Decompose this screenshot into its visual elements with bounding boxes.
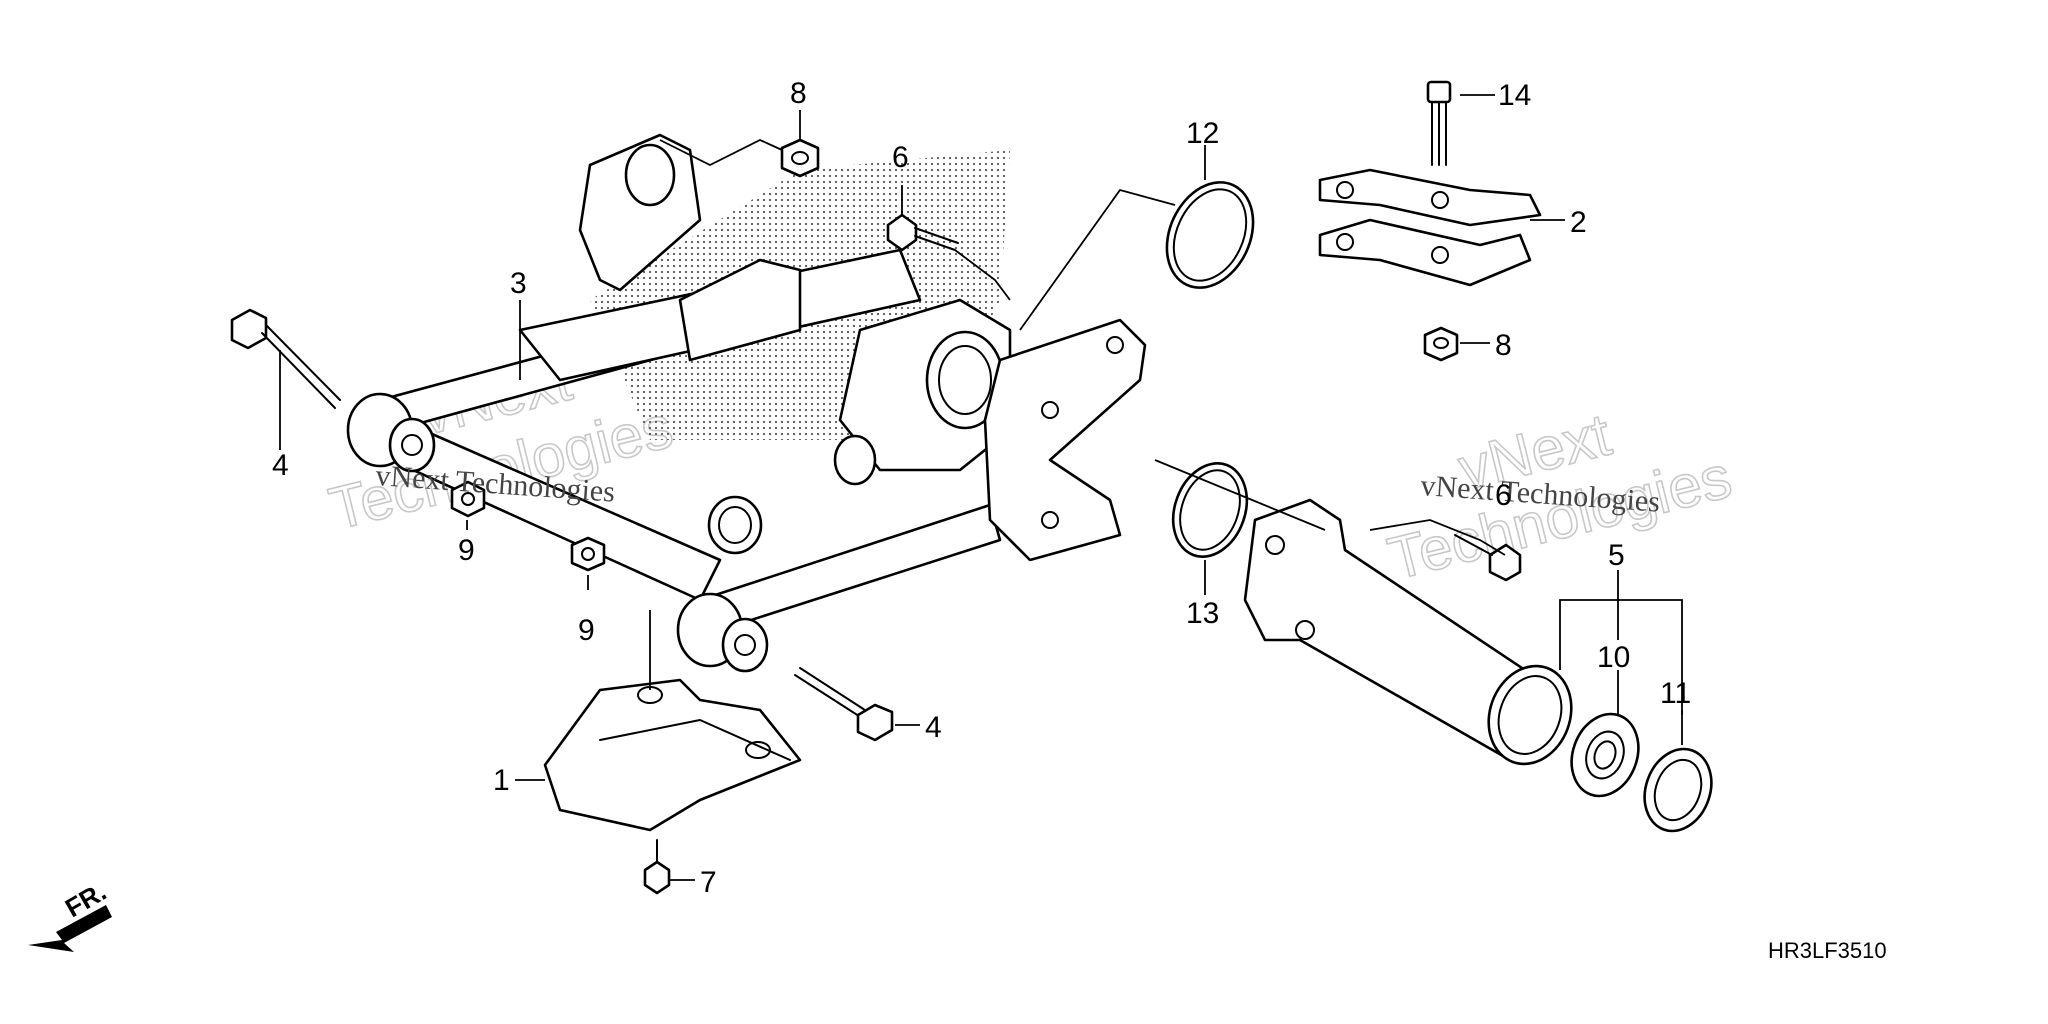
front-arrow-icon: [28, 905, 112, 952]
part-14-bolt: [1426, 80, 1452, 166]
callout-6-top: 6: [892, 141, 909, 174]
part-6-bolt-right: [1454, 534, 1522, 582]
callouts: 8 6 12 14 2 8 3 4 9 9 4 1 7 13 6 5 10 11: [272, 77, 1691, 899]
part-9-nut-a: [450, 480, 486, 518]
part-4-bolt-right: [794, 667, 894, 742]
callout-3: 3: [510, 267, 527, 300]
part-7-bolt: [643, 839, 671, 895]
part-8-nut-right: [1423, 326, 1459, 362]
part-2-bracket: [1318, 168, 1542, 287]
part-12-o-ring: [1165, 181, 1255, 289]
part-10-bearing: [1570, 712, 1640, 798]
callout-4-left: 4: [272, 449, 289, 482]
callout-8-top: 8: [790, 77, 807, 110]
part-8-nut-top: [780, 138, 820, 178]
callout-1: 1: [493, 764, 510, 797]
part-1-skid-plate: [543, 678, 802, 832]
part-6-bolt-top: [886, 213, 959, 252]
callout-2: 2: [1570, 206, 1587, 239]
callout-14: 14: [1498, 79, 1531, 112]
part-5-tube: [1243, 498, 1573, 766]
callout-9-a: 9: [458, 534, 475, 567]
callout-12: 12: [1186, 117, 1219, 150]
swingarm-frame: [346, 133, 1147, 673]
front-direction-indicator: FR.: [28, 876, 112, 952]
part-4-bolt-left: [230, 308, 341, 409]
part-11-seal: [1643, 747, 1713, 833]
callout-9-b: 9: [578, 614, 595, 647]
callout-10: 10: [1597, 641, 1630, 674]
callout-7: 7: [700, 866, 717, 899]
callout-8-right: 8: [1495, 329, 1512, 362]
part-9-nut-b: [570, 536, 606, 572]
part-13-o-ring: [1171, 462, 1249, 558]
callout-13: 13: [1186, 597, 1219, 630]
drawing-code: HR3LF3510: [1768, 938, 1887, 963]
leader-lines: [279, 94, 1683, 881]
callout-4-right: 4: [925, 711, 942, 744]
callout-6-right: 6: [1495, 479, 1512, 512]
callout-5: 5: [1608, 539, 1625, 572]
callout-11: 11: [1660, 677, 1691, 710]
